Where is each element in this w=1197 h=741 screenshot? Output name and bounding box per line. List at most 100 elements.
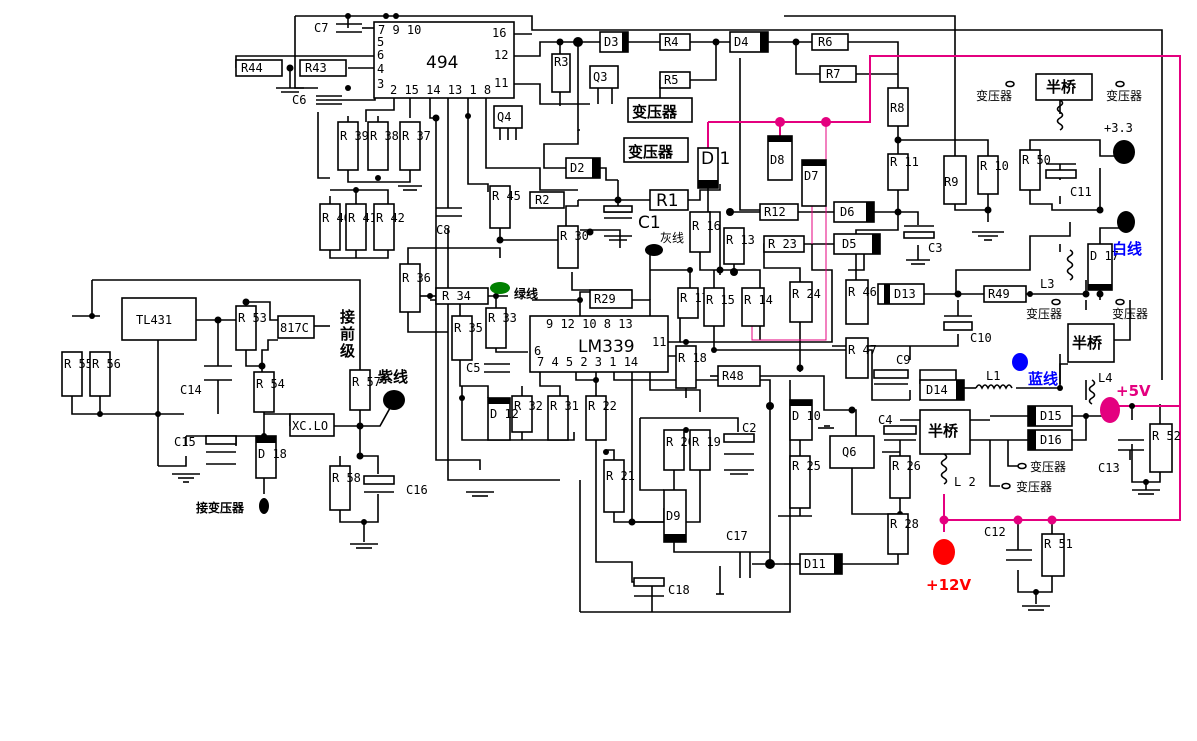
ground-icon — [906, 259, 930, 265]
blue-wire-label: 蓝线 — [1028, 370, 1058, 388]
resistor-r12: R12 — [759, 203, 799, 221]
capacitor-c13: C13 — [1098, 439, 1144, 475]
front-stage-char-1: 接 — [340, 308, 355, 326]
diode-d10: D 10 — [789, 399, 821, 441]
svg-text:R 35: R 35 — [454, 321, 483, 335]
resistor-r39: R 39 — [337, 121, 369, 171]
ic-tl431: TL431 — [121, 297, 197, 341]
svg-text:R 52: R 52 — [1152, 429, 1181, 443]
svg-text:D15: D15 — [1040, 409, 1062, 423]
capacitor-c9: C9 — [873, 353, 910, 385]
diode-d3: D3 — [599, 31, 629, 53]
capacitor-c16: C16 — [363, 475, 428, 497]
svg-text:R 25: R 25 — [792, 459, 821, 473]
diode-d5: D5 — [833, 233, 881, 255]
svg-text:R 42: R 42 — [376, 211, 405, 225]
svg-text:D11: D11 — [804, 557, 826, 571]
ic-494-label: 494 — [426, 53, 458, 73]
q6-label: Q6 — [842, 445, 856, 459]
ic-494-pin-6: 6 — [377, 48, 384, 62]
svg-text:R6: R6 — [818, 35, 832, 49]
svg-text:R 31: R 31 — [550, 399, 579, 413]
plus12-label: +12V — [926, 576, 971, 594]
purple-wire-terminal — [383, 390, 405, 410]
svg-text:R 20: R 20 — [666, 435, 695, 449]
svg-text:C5: C5 — [466, 361, 480, 375]
svg-text:R1: R1 — [656, 191, 679, 211]
diode-d11: D11 — [799, 553, 843, 575]
svg-text:R 13: R 13 — [726, 233, 755, 247]
ic-494-pins-top: 7 9 10 — [378, 23, 421, 37]
ic-494-pin-4: 4 — [377, 62, 384, 76]
resistor-r38: R 38 — [367, 121, 399, 171]
plus33-terminal — [1113, 140, 1135, 164]
green-wire-label: 绿线 — [514, 286, 538, 301]
ic-817c: 817C — [277, 315, 315, 339]
resistor-r53: R 53 — [235, 305, 267, 351]
svg-text:R 39: R 39 — [340, 129, 369, 143]
svg-text:R43: R43 — [305, 61, 327, 75]
svg-text:C12: C12 — [984, 525, 1006, 539]
svg-text:R 14: R 14 — [744, 293, 773, 307]
svg-text:R49: R49 — [988, 287, 1010, 301]
svg-text:C4: C4 — [878, 413, 892, 427]
resistor-r21: R 21 — [603, 459, 635, 513]
resistor-r51: R 51 — [1041, 533, 1073, 577]
svg-text:R5: R5 — [664, 73, 678, 87]
svg-text:C8: C8 — [436, 223, 450, 237]
svg-text:R 36: R 36 — [402, 271, 431, 285]
capacitor-c8: C8 — [436, 207, 462, 237]
ground-icon — [724, 469, 754, 475]
diode-d17: D 17 — [1087, 243, 1119, 291]
half-bridge-label-top: 半桥 — [1046, 78, 1077, 96]
terminals: +3.3 白线 蓝线 +5V +12V 紫线 绿线 灰线 接变压器 接 前 级 — [196, 121, 1151, 594]
diode-d4: D4 — [729, 31, 769, 53]
resistor-r36: R 36 — [399, 263, 431, 313]
ic-494-pin-16: 16 — [492, 26, 506, 40]
svg-text:R 58: R 58 — [332, 471, 361, 485]
gray-wire-label: 灰线 — [660, 231, 684, 245]
resistor-r56: R 56 — [89, 351, 121, 397]
transformer-label-2: 变压器 — [628, 143, 674, 161]
svg-text:R 24: R 24 — [792, 287, 821, 301]
capacitor-c1: C1 — [603, 205, 661, 233]
svg-text:C3: C3 — [928, 241, 942, 255]
svg-text:R 18: R 18 — [678, 351, 707, 365]
ic-494-pin-3: 3 — [377, 77, 384, 91]
resistor-r14: R 14 — [741, 287, 773, 327]
transformer-label-1: 变压器 — [632, 103, 678, 121]
half-bridge-label-bottom: 半桥 — [928, 422, 959, 440]
resistor-r16: R 16 — [689, 211, 721, 253]
svg-text:R 51: R 51 — [1044, 537, 1073, 551]
diode-d14: D14 — [919, 379, 965, 401]
resistor-r32: R 32 — [511, 395, 543, 433]
resistor-r40: R 40 — [319, 203, 351, 251]
resistor-r25: R 25 — [789, 455, 821, 509]
svg-text:C9: C9 — [896, 353, 910, 367]
svg-text:R 40: R 40 — [322, 211, 351, 225]
resistors-horizontal: R44 R43 R4 R5 R6 R7 R2 R1 R12 R 23 R 34 … — [235, 33, 1027, 387]
ic-xclo: XC.LO — [289, 413, 335, 437]
resistor-r26: R 26 — [889, 455, 921, 499]
resistor-r52: R 52 — [1149, 423, 1181, 473]
svg-text:R 28: R 28 — [890, 517, 919, 531]
pink-junction-dots — [775, 117, 1057, 525]
svg-text:R 22: R 22 — [588, 399, 617, 413]
svg-text:D 1: D 1 — [701, 149, 730, 169]
svg-text:R 30: R 30 — [560, 229, 589, 243]
svg-text:R 47: R 47 — [848, 343, 877, 357]
to-transformer-label: 接变压器 — [196, 500, 245, 515]
ic-xclo-label: XC.LO — [292, 419, 328, 433]
plus33-label: +3.3 — [1104, 121, 1133, 135]
front-stage-char-2: 前 — [340, 325, 355, 343]
svg-text:R 45: R 45 — [492, 189, 521, 203]
svg-text:D13: D13 — [894, 287, 916, 301]
diode-d13: D13 — [877, 283, 925, 305]
svg-text:R12: R12 — [764, 205, 786, 219]
svg-text:D 10: D 10 — [792, 409, 821, 423]
resistor-r42: R 42 — [373, 203, 405, 251]
white-wire-label: 白线 — [1112, 240, 1142, 258]
resistor-r24: R 24 — [789, 281, 821, 323]
svg-text:C15: C15 — [174, 435, 196, 449]
capacitor-c17: C17 — [726, 529, 751, 578]
